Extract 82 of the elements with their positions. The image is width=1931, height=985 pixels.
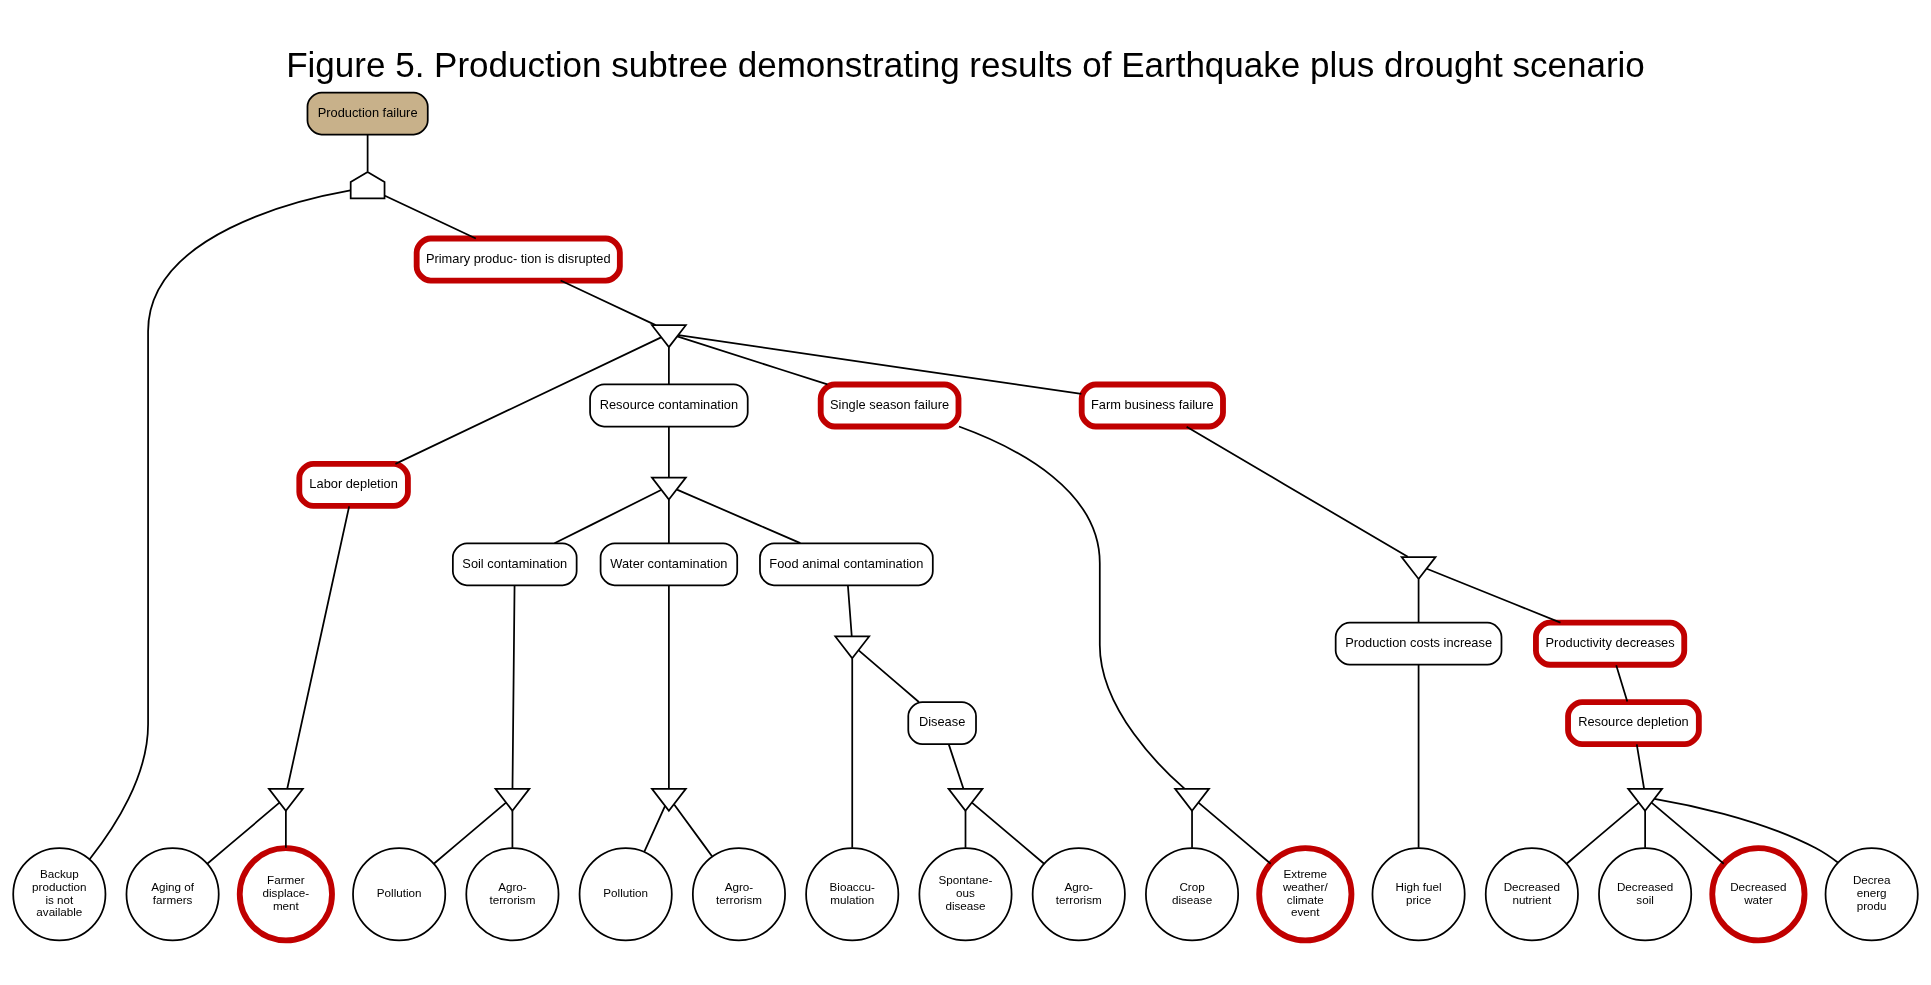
connector	[88, 189, 352, 861]
connector	[206, 801, 281, 865]
node-circle: Pollution	[352, 847, 447, 942]
node-circle: Decreased nutrient	[1484, 847, 1579, 942]
node-box: Resource contamination	[589, 383, 749, 428]
node-circle: Pollution	[578, 847, 673, 942]
connector	[1185, 425, 1409, 558]
connector	[971, 801, 1045, 865]
node-circle: Aging of farmers	[125, 847, 220, 942]
connector	[1650, 801, 1725, 865]
connector	[511, 584, 516, 790]
connector	[676, 335, 829, 386]
connector	[676, 488, 802, 545]
connector	[1425, 567, 1562, 624]
node-circle: Backup production is not available	[12, 847, 107, 942]
node-circle: Farmer displace- ment	[236, 845, 335, 944]
node-circle: Crop disease	[1145, 847, 1240, 942]
node-or-gate	[1626, 787, 1664, 813]
connector	[857, 649, 920, 703]
node-box: Labor depletion	[296, 460, 411, 509]
node-or-gate	[650, 324, 688, 349]
connector	[286, 505, 351, 790]
node-box: Primary produc- tion is disrupted	[413, 235, 623, 284]
node-circle: Agro- terrorism	[1031, 847, 1126, 942]
node-or-gate	[1399, 556, 1438, 581]
node-or-gate	[650, 476, 688, 501]
connector	[1565, 801, 1640, 865]
connector	[559, 279, 657, 326]
connector	[1417, 663, 1420, 849]
node-box: Water contamination	[599, 542, 739, 587]
node-box: Disease	[907, 701, 977, 746]
node-circle: Agro- terrorism	[465, 847, 560, 942]
node-box: Single season failure	[817, 381, 962, 430]
connector	[432, 801, 507, 865]
connector	[643, 804, 666, 853]
node-box: Food animal contamination	[759, 542, 934, 587]
connector	[851, 657, 854, 849]
connector	[285, 810, 287, 849]
node-or-gate	[833, 635, 871, 660]
connector	[947, 743, 965, 790]
node-circle: Decrea energ produ	[1824, 847, 1919, 942]
node-circle: Decreased water	[1709, 845, 1808, 944]
connector	[1197, 801, 1272, 865]
connector	[366, 133, 369, 173]
connector	[1615, 664, 1629, 703]
connector	[668, 499, 670, 544]
connector	[553, 489, 662, 545]
node-or-gate	[267, 787, 305, 813]
node-or-gate	[946, 787, 985, 813]
node-circle: Spontane- ous disease	[918, 847, 1013, 942]
connector	[1191, 810, 1193, 849]
node-circle: Bioaccu- mulation	[805, 847, 900, 942]
connector	[958, 425, 1186, 790]
connector	[511, 810, 514, 849]
diagram-title: Figure 5. Production subtree demonstrating results of Earthquake plus drought scenario	[286, 45, 1645, 85]
connector	[384, 194, 477, 240]
node-or-gate	[493, 787, 532, 813]
connector	[668, 426, 670, 479]
connector	[847, 584, 853, 638]
node-box: Production costs increase	[1334, 621, 1503, 666]
node-or-gate	[650, 787, 688, 813]
connector	[964, 810, 967, 849]
node-circle: Extreme weather/ climate event	[1256, 845, 1355, 944]
connector	[1644, 810, 1646, 849]
connector	[1417, 578, 1420, 624]
node-or-gate	[1173, 787, 1211, 813]
node-box: Resource depletion	[1565, 699, 1702, 748]
connector	[673, 803, 713, 858]
node-box: Productivity decreases	[1533, 619, 1688, 668]
node-box: Farm business failure	[1078, 381, 1226, 430]
node-circle: Decreased soil	[1598, 847, 1693, 942]
connector	[1635, 743, 1645, 790]
connector	[394, 336, 662, 465]
node-circle: High fuel price	[1371, 847, 1466, 942]
node-box: Soil contamination	[452, 542, 578, 587]
connector	[677, 334, 1083, 395]
node-circle: Agro- terrorism	[691, 847, 786, 942]
connector	[668, 346, 670, 385]
connector	[668, 584, 670, 790]
connector	[1653, 797, 1839, 864]
node-and-gate	[349, 170, 386, 200]
node-box: Production failure	[306, 91, 429, 136]
